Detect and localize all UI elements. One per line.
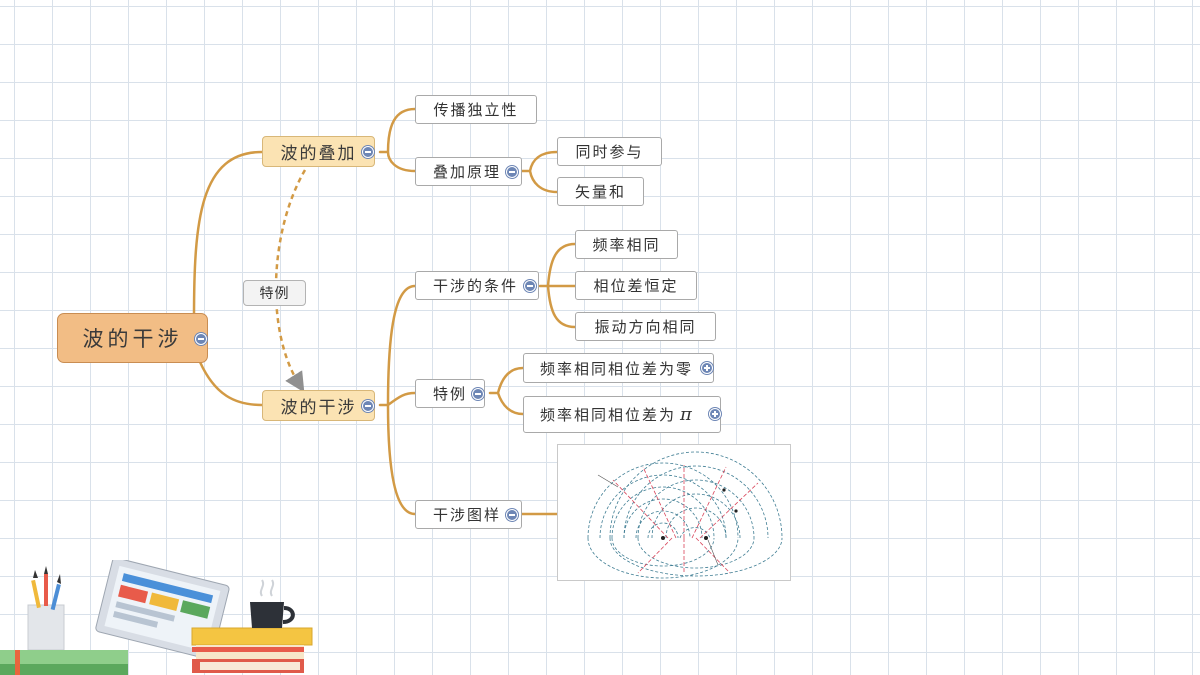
interference-pattern-graphic — [587, 451, 783, 579]
relationship-label[interactable]: 特例 — [243, 280, 306, 306]
connector-root-interference — [198, 360, 264, 407]
node-simultaneous[interactable]: 同时参与 — [557, 137, 662, 166]
node-independence[interactable]: 传播独立性 — [415, 95, 537, 124]
minus-circle-icon[interactable] — [506, 509, 518, 521]
connector-interference-children — [378, 284, 417, 516]
interference-pattern-image — [557, 444, 791, 581]
node-conditions-label: 干涉的条件 — [433, 277, 519, 295]
plus-circle-icon[interactable] — [701, 362, 713, 374]
node-constant-phase[interactable]: 相位差恒定 — [575, 271, 697, 300]
node-superposition-principle[interactable]: 叠加原理 — [415, 157, 522, 186]
node-vector-sum-label: 矢量和 — [574, 183, 626, 201]
minus-circle-icon[interactable] — [472, 388, 484, 400]
root-label: 波的干涉 — [82, 327, 183, 351]
node-phase-pi-label: 频率相同相位差为 — [540, 406, 677, 424]
node-constant-phase-label: 相位差恒定 — [593, 277, 679, 295]
minus-circle-icon[interactable] — [524, 280, 536, 292]
branch-superposition-label: 波的叠加 — [280, 144, 357, 164]
root-node[interactable]: 波的干涉 — [57, 313, 208, 363]
node-conditions[interactable]: 干涉的条件 — [415, 271, 539, 300]
yellow-book-icon — [191, 627, 313, 646]
branch-interference[interactable]: 波的干涉 — [262, 390, 375, 421]
relationship-dashed-curve — [274, 169, 307, 393]
pi-symbol: π — [680, 404, 694, 425]
connector-special-children — [488, 366, 525, 416]
connector-conditions-children — [538, 242, 577, 329]
node-phase-zero[interactable]: 频率相同相位差为零 — [523, 353, 714, 383]
green-book-icon — [0, 650, 128, 664]
node-independence-label: 传播独立性 — [433, 101, 519, 119]
node-interference-pattern-label: 干涉图样 — [433, 506, 502, 524]
branch-superposition[interactable]: 波的叠加 — [262, 136, 375, 167]
pencil-cup-icon — [27, 604, 65, 651]
node-superposition-principle-label: 叠加原理 — [433, 163, 502, 181]
minus-circle-icon[interactable] — [362, 146, 374, 158]
minus-circle-icon[interactable] — [506, 166, 518, 178]
connector-superposition-children — [378, 107, 417, 173]
coffee-mug-icon — [250, 602, 284, 628]
connector-principle-children — [520, 150, 559, 194]
node-same-direction-label: 振动方向相同 — [594, 318, 697, 336]
node-same-frequency-label: 频率相同 — [592, 236, 661, 254]
node-simultaneous-label: 同时参与 — [575, 143, 644, 161]
desk-illustration — [0, 560, 313, 675]
minus-circle-icon[interactable] — [362, 400, 374, 412]
node-phase-pi[interactable]: 频率相同相位差为 π — [523, 396, 721, 433]
node-vector-sum[interactable]: 矢量和 — [557, 177, 644, 206]
node-interference-pattern[interactable]: 干涉图样 — [415, 500, 522, 529]
node-phase-zero-label: 频率相同相位差为零 — [540, 359, 694, 378]
plus-circle-icon[interactable] — [709, 408, 721, 420]
branch-interference-label: 波的干涉 — [280, 398, 357, 418]
minus-circle-icon[interactable] — [195, 333, 207, 345]
relationship-label-text: 特例 — [259, 286, 290, 302]
node-same-frequency[interactable]: 频率相同 — [575, 230, 678, 259]
node-same-direction[interactable]: 振动方向相同 — [575, 312, 716, 341]
connector-root-superposition — [192, 150, 264, 320]
node-special-cases-label: 特例 — [433, 385, 468, 403]
